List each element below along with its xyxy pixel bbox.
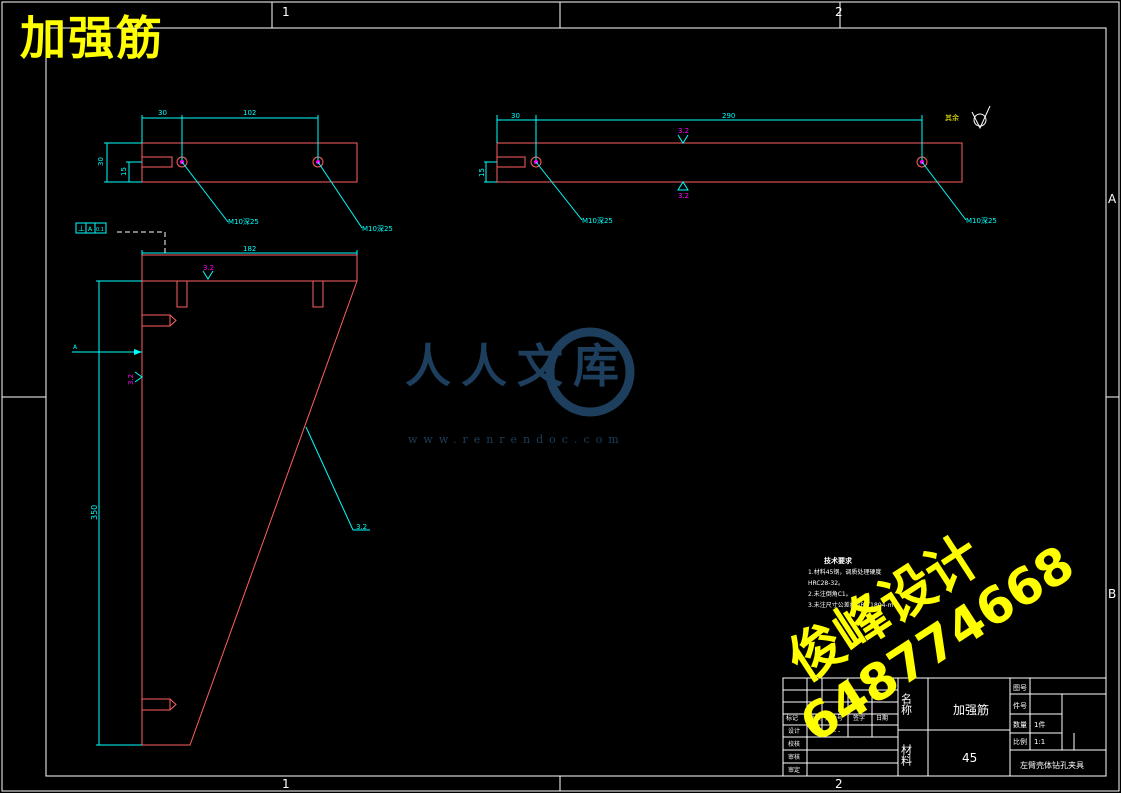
inner-frame	[45, 27, 1107, 777]
tb-name-label: 名称	[900, 692, 913, 716]
title-block	[782, 677, 1107, 777]
tb-approve-label: 审定	[788, 766, 800, 774]
tol-datum: A	[88, 226, 93, 233]
dim-top-right-h15: 15	[478, 168, 486, 177]
tb-qty: 1件	[1034, 720, 1045, 729]
diag-leader-label: 3.2	[356, 523, 367, 531]
thread-label-4: M10深25	[966, 216, 997, 225]
drawing-title: 加强筋	[20, 11, 164, 65]
tb-material: 45	[962, 751, 977, 765]
roughness-left: 3.2	[127, 374, 135, 385]
tb-check-label: 校核	[788, 740, 800, 748]
tb-qty-label: 数量	[1013, 720, 1027, 729]
renren-logo-circle	[545, 327, 635, 417]
zone-col2-bottom: 2	[835, 777, 843, 791]
dim-top-left-102: 102	[243, 109, 256, 117]
zone-col1-top: 1	[282, 5, 290, 19]
thread-label-1: M10深25	[228, 217, 259, 226]
tb-rev-h5: 日期	[876, 714, 888, 722]
roughness-top: 3.2	[678, 127, 689, 135]
tech-note-3: 2.未注倒角C1。	[808, 590, 852, 598]
zone-col2-top: 2	[835, 5, 843, 19]
tb-scale: 1:1	[1034, 738, 1045, 746]
tb-drawing-no-label: 图号	[1013, 684, 1027, 692]
renren-watermark: 人人文库	[405, 339, 629, 393]
dim-front-182: 182	[243, 245, 256, 253]
tech-note-2: HRC28-32。	[808, 580, 844, 587]
dim-top-left-h30: 30	[97, 157, 105, 166]
tb-design-label: 设计	[788, 727, 800, 735]
tol-value: 0.1	[96, 227, 104, 233]
top-right-view: 30 290 15 M10深25 M10深25 3.2 3.2 其余	[478, 105, 997, 225]
front-view: 182 350 A 3.2 3.2 3.2 ⊥ A 0.1	[72, 222, 370, 746]
dim-top-left-h15: 15	[120, 167, 128, 176]
tech-note-1: 1.材料45钢，调质处理硬度	[808, 568, 881, 576]
dim-top-left-30: 30	[158, 109, 167, 117]
renren-url-watermark: www.renrendoc.com	[408, 433, 625, 446]
zone-row-a: A	[1108, 192, 1117, 206]
tb-part-name: 加强筋	[953, 702, 989, 717]
section-label-a: A	[73, 344, 78, 351]
tb-project: 左臂壳体钻孔夹具	[1020, 760, 1084, 770]
thread-label-3: M10深25	[582, 216, 613, 225]
roughness-other-label: 其余	[945, 113, 959, 122]
dim-top-right-290: 290	[722, 112, 735, 120]
dim-front-350: 350	[90, 505, 99, 520]
tb-rev-h4: 签字	[853, 714, 865, 722]
tech-notes-heading: 技术要求	[824, 556, 853, 565]
zone-col1-bottom: 1	[282, 777, 290, 791]
tb-design-mark: - -	[834, 728, 840, 735]
tb-rev-h1: 标记	[786, 714, 798, 722]
roughness-front-top: 3.2	[203, 264, 214, 272]
tb-rev-h2: 处数	[809, 714, 821, 722]
tb-material-label: 材料	[900, 743, 913, 767]
top-left-view: 30 102 30 15 M10深25 M10深25	[97, 109, 393, 233]
roughness-bottom: 3.2	[678, 192, 689, 200]
tb-part-no-label: 件号	[1013, 701, 1027, 710]
tb-rev-h3: 文件号	[825, 714, 843, 722]
tb-review-label: 审核	[788, 753, 800, 761]
tb-scale-label: 比例	[1013, 737, 1027, 746]
tech-notes: 技术要求 1.材料45钢，调质处理硬度 HRC28-32。 2.未注倒角C1。 …	[808, 556, 894, 609]
zone-row-b: B	[1108, 587, 1116, 601]
dim-top-right-30: 30	[511, 112, 520, 120]
tol-symbol: ⊥	[78, 224, 85, 233]
thread-label-2: M10深25	[362, 224, 393, 233]
tech-note-4: 3.未注尺寸公差按GB/T1804-m	[808, 601, 894, 609]
